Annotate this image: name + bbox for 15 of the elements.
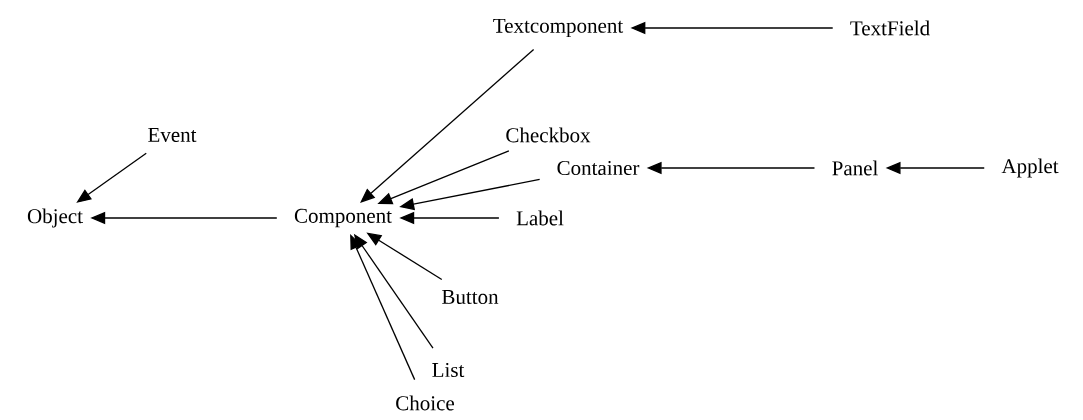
class-label: Object	[27, 208, 83, 228]
class-label: Button	[442, 290, 499, 304]
class-label: Container	[557, 160, 640, 176]
class-label: Event	[148, 128, 197, 142]
class-label: List	[432, 362, 465, 378]
class-label: Checkbox	[506, 127, 591, 143]
class-label: Label	[516, 210, 564, 226]
class-label: Panel	[832, 160, 878, 176]
class-label: Component	[294, 208, 392, 228]
arrow	[360, 48, 535, 203]
class-label: Textcomponent	[493, 18, 624, 38]
arrow	[76, 152, 147, 203]
class-label: TextField	[850, 20, 930, 36]
class-label: Choice	[396, 395, 455, 411]
class-label: Applet	[1001, 158, 1059, 178]
